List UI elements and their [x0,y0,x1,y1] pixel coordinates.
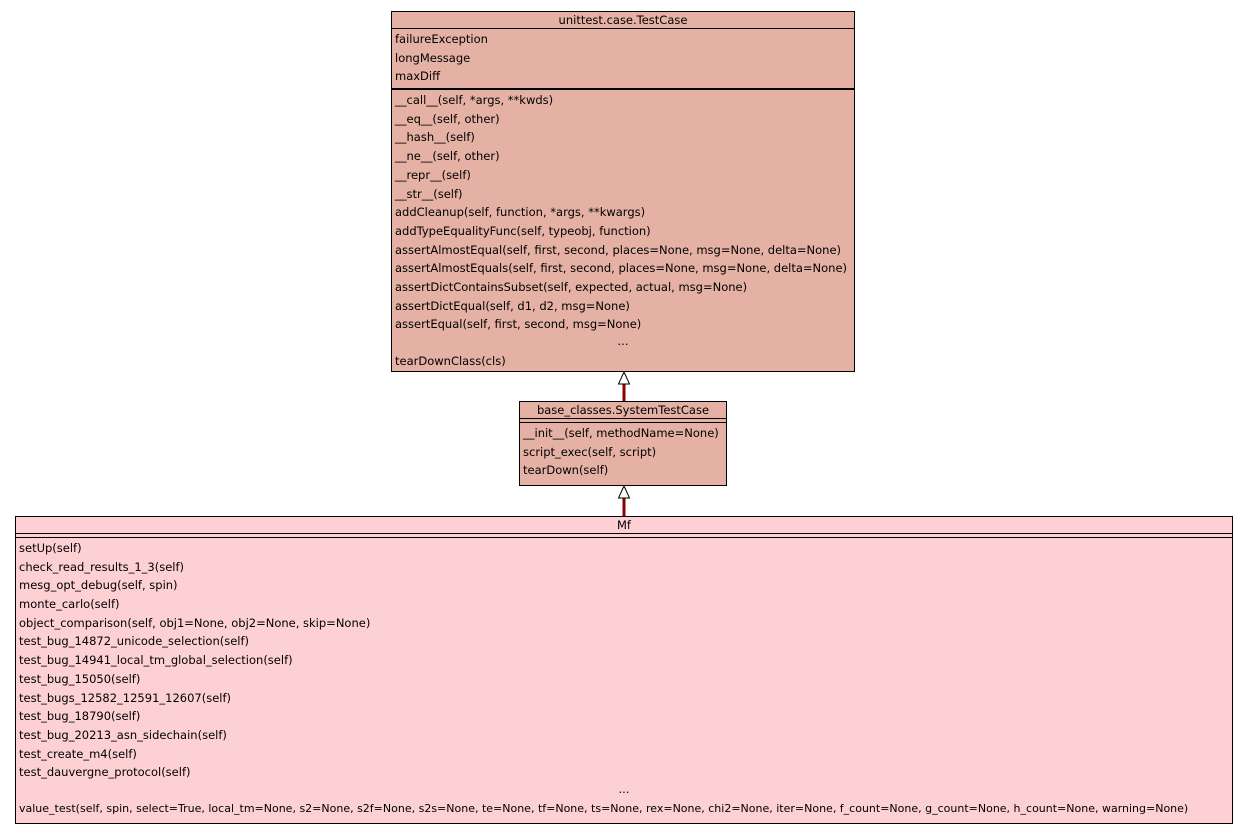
method: test_bug_18790(self) [19,709,141,724]
attributes-section [520,419,726,423]
method: __init__(self, methodName=None) [523,426,719,440]
class-name: base_classes.SystemTestCase [520,402,726,419]
class-systemtestcase[interactable]: base_classes.SystemTestCase __init__(sel… [519,401,727,486]
method: __str__(self) [395,186,463,201]
method: assertDictEqual(self, d1, d2, msg=None) [395,298,630,313]
method: assertDictContainsSubset(self, expected,… [395,279,748,294]
inheritance-arrowhead [617,484,631,499]
edge-mf-to-systemtestcase [617,484,631,516]
method: monte_carlo(self) [19,597,120,612]
methods-section: __call__(self, *args, **kwds) __eq__(sel… [392,90,854,373]
method: test_bug_14941_local_tm_global_selection… [19,653,293,668]
method: mesg_opt_debug(self, spin) [19,578,178,593]
method: script_exec(self, script) [523,444,657,459]
attribute: longMessage [395,50,471,65]
method: tearDown(self) [523,463,609,478]
class-testcase[interactable]: unittest.case.TestCase failureException … [391,11,855,372]
method: assertEqual(self, first, second, msg=Non… [395,317,642,332]
method: __ne__(self, other) [395,149,500,164]
method: test_create_m4(self) [19,746,137,761]
attributes-section: failureException longMessage maxDiff [392,29,854,91]
method: test_bug_20213_asn_sidechain(self) [19,727,227,742]
methods-section: __init__(self, methodName=None) script_e… [520,423,726,482]
method: object_comparison(self, obj1=None, obj2=… [19,615,371,630]
method: addCleanup(self, function, *args, **kwar… [395,205,646,220]
method: test_bug_15050(self) [19,671,141,686]
class-name: unittest.case.TestCase [392,12,854,29]
method: test_bug_14872_unicode_selection(self) [19,634,250,649]
method: test_dauvergne_protocol(self) [19,765,191,780]
method: assertAlmostEqual(self, first, second, p… [395,242,842,257]
method: __hash__(self) [395,130,475,145]
class-name: Mf [16,517,1232,534]
methods-section: setUp(self) check_read_results_1_3(self)… [16,538,1232,821]
method: check_read_results_1_3(self) [19,559,185,574]
method: test_bugs_12582_12591_12607(self) [19,690,231,705]
method: assertAlmostEquals(self, first, second, … [395,261,848,276]
method: __eq__(self, other) [395,111,500,126]
inheritance-arrowhead [617,370,631,385]
class-mf[interactable]: Mf setUp(self) check_read_results_1_3(se… [15,516,1233,824]
method: __call__(self, *args, **kwds) [395,93,554,108]
attribute: failureException [395,32,488,46]
method-ellipsis: ... [618,781,630,796]
attributes-section [16,534,1232,538]
attribute: maxDiff [395,69,441,84]
method: addTypeEqualityFunc(self, typeobj, funct… [395,223,651,238]
method-ellipsis: ... [617,334,629,348]
method: value_test(self, spin, select=True, loca… [19,801,1189,815]
method: tearDownClass(cls) [395,354,506,368]
method: __repr__(self) [395,167,471,182]
method: setUp(self) [19,541,82,555]
edge-systemtestcase-to-testcase [617,370,631,401]
